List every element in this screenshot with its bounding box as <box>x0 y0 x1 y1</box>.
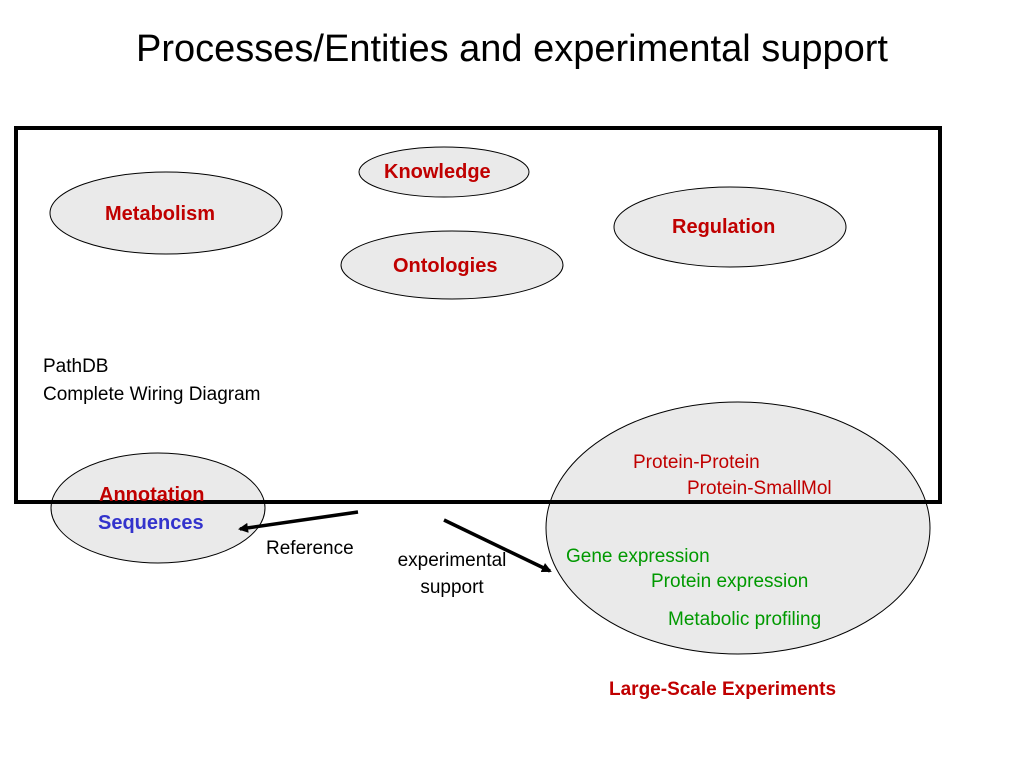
ontologies-ellipse <box>340 230 564 300</box>
metabolism-ellipse <box>49 171 283 255</box>
protein-expression-label: Protein expression <box>651 571 809 592</box>
metabolism-label: Metabolism <box>105 203 216 225</box>
annotation-sequences-ellipse <box>50 452 266 564</box>
reference-label: Reference <box>266 538 354 559</box>
pathdb-subtitle: Complete Wiring Diagram <box>43 384 261 405</box>
annotation-label: Annotation <box>99 484 205 506</box>
sequences-label: Sequences <box>98 512 204 534</box>
knowledge-ellipse <box>358 146 530 198</box>
protein-smallmol-label: Protein-SmallMol <box>687 478 832 499</box>
experimental-support-label-line2: support <box>420 577 484 598</box>
large-scale-experiments-caption: Large-Scale Experiments <box>609 679 837 700</box>
knowledge-label: Knowledge <box>384 161 491 183</box>
protein-protein-label: Protein-Protein <box>633 452 760 473</box>
metabolic-profiling-label: Metabolic profiling <box>668 609 822 630</box>
pathdb-box <box>14 126 942 504</box>
slide-title: Processes/Entities and experimental supp… <box>136 28 888 70</box>
regulation-label: Regulation <box>672 216 776 238</box>
large-scale-experiments-ellipse <box>545 401 931 655</box>
pathdb-title: PathDB <box>43 356 109 377</box>
ontologies-label: Ontologies <box>393 255 498 277</box>
experimental-support-arrow <box>443 518 552 573</box>
regulation-ellipse <box>613 186 847 268</box>
experimental-support-label-line1: experimental <box>397 550 507 571</box>
reference-arrow <box>238 510 359 533</box>
gene-expression-label: Gene expression <box>566 546 710 567</box>
